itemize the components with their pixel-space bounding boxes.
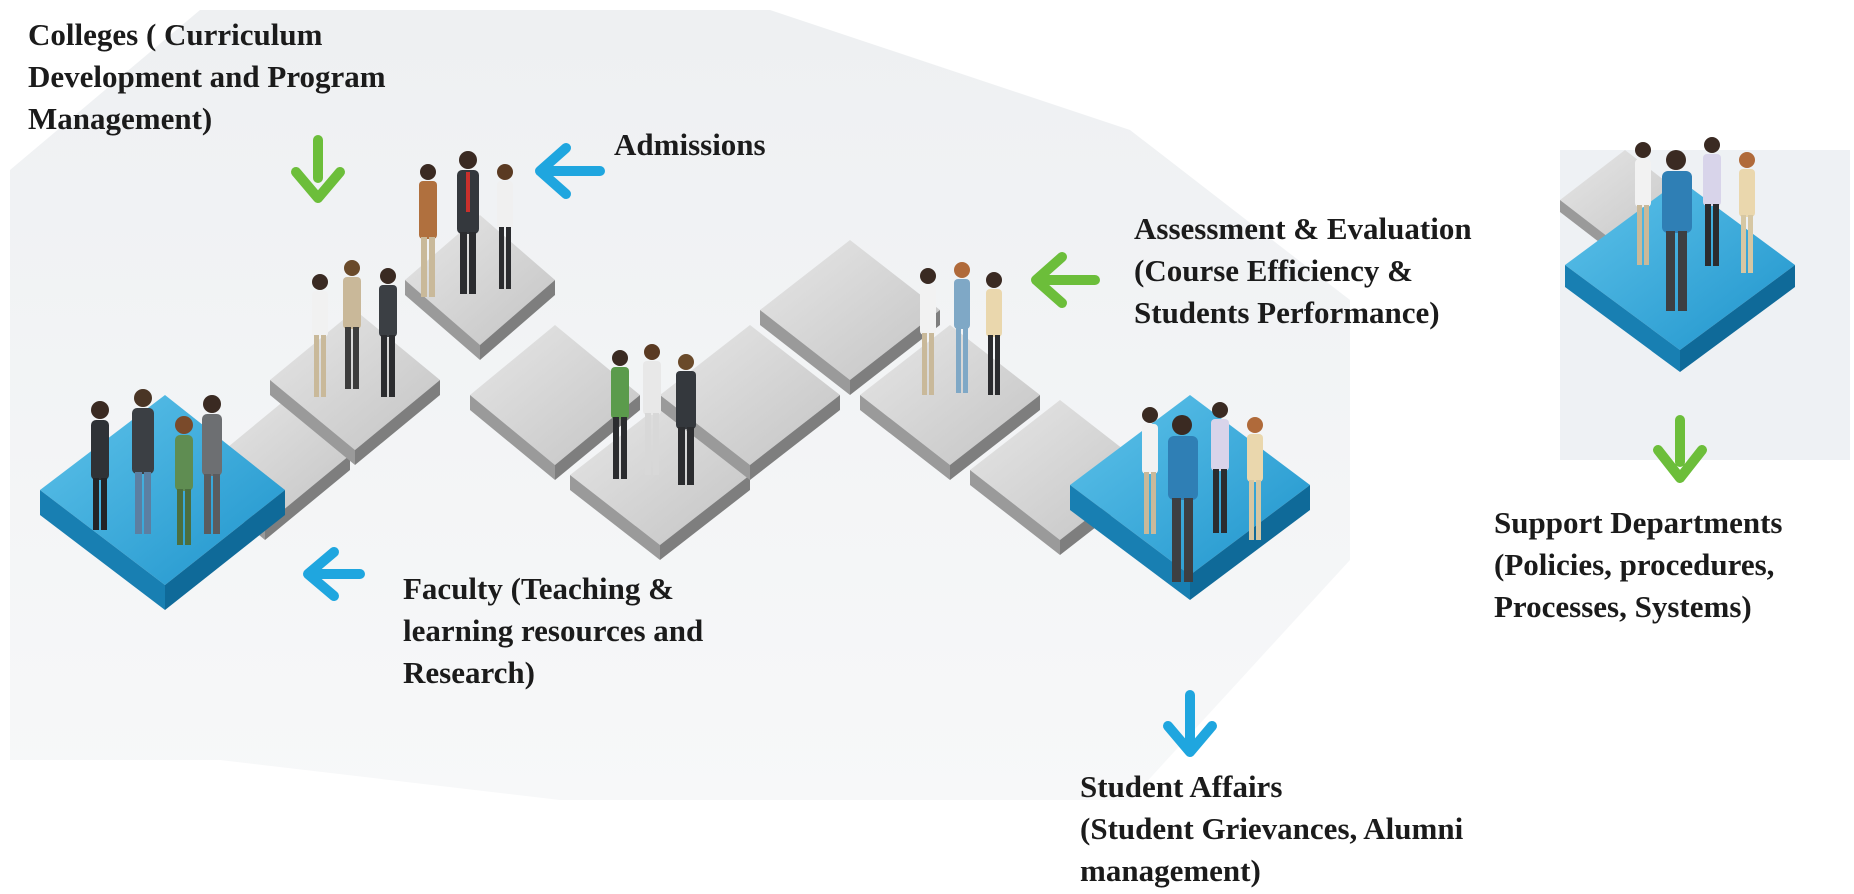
- label-assessment-line-2: (Course Efficiency &: [1134, 253, 1413, 288]
- label-assessment-line-1: Assessment & Evaluation: [1134, 211, 1472, 246]
- person-figure: [132, 389, 154, 534]
- arrow-left-icon-admissions: [535, 143, 605, 199]
- arrow-left-icon-assessment: [1031, 252, 1100, 308]
- label-student-affairs-line-1: Student Affairs: [1080, 769, 1283, 804]
- label-faculty: Faculty (Teaching & learning resources a…: [403, 568, 703, 694]
- people-group-assessment: [920, 262, 1002, 395]
- label-student-affairs-line-3: management): [1080, 853, 1261, 888]
- person-figure: [676, 354, 696, 485]
- person-figure: [91, 401, 109, 530]
- people-group-colleges: [312, 260, 397, 397]
- arrow-down-icon-colleges: [291, 135, 345, 203]
- person-figure: [1703, 137, 1721, 266]
- person-figure: [986, 272, 1002, 395]
- person-figure: [920, 268, 936, 395]
- person-figure: [1168, 415, 1198, 582]
- person-figure: [379, 268, 397, 397]
- person-figure: [954, 262, 970, 393]
- person-figure: [1247, 417, 1263, 540]
- person-figure: [457, 151, 479, 294]
- people-group-support: [1635, 137, 1755, 311]
- label-assessment-line-3: Students Performance): [1134, 295, 1440, 330]
- arrow-down-icon-support: [1653, 415, 1707, 483]
- label-faculty-line-2: learning resources and: [403, 613, 704, 648]
- person-figure: [643, 344, 661, 475]
- person-figure: [1142, 407, 1158, 534]
- label-support: Support Departments (Policies, procedure…: [1494, 502, 1782, 628]
- tile: [760, 240, 940, 395]
- people-group-faculty: [91, 389, 222, 545]
- person-figure: [1211, 402, 1229, 533]
- label-faculty-line-1: Faculty (Teaching &: [403, 571, 674, 606]
- person-figure: [419, 164, 437, 297]
- person-figure: [1739, 152, 1755, 273]
- people-group-student-affairs: [1142, 402, 1263, 582]
- arrow-left-icon-faculty: [303, 547, 365, 601]
- label-support-line-3: Processes, Systems): [1494, 589, 1752, 624]
- label-admissions: Admissions: [614, 124, 766, 166]
- arrow-down-icon-student-affairs: [1163, 690, 1217, 757]
- label-support-line-2: (Policies, procedures,: [1494, 547, 1775, 582]
- label-student-affairs: Student Affairs (Student Grievances, Alu…: [1080, 766, 1463, 892]
- label-colleges-line-1: Colleges ( Curriculum: [28, 17, 323, 52]
- person-figure: [312, 274, 328, 397]
- label-assessment: Assessment & Evaluation (Course Efficien…: [1134, 208, 1472, 334]
- platform-faculty: [40, 395, 285, 610]
- label-colleges-line-2: Development and Program: [28, 59, 386, 94]
- people-layer: [91, 137, 1755, 582]
- person-figure: [611, 350, 629, 479]
- label-faculty-line-3: Research): [403, 655, 535, 690]
- arrow-group: [291, 135, 1707, 757]
- label-support-line-1: Support Departments: [1494, 505, 1783, 540]
- label-admissions-line-1: Admissions: [614, 127, 766, 162]
- person-figure: [1635, 142, 1651, 265]
- label-colleges-line-3: Management): [28, 101, 213, 136]
- people-group-center: [611, 344, 696, 485]
- person-figure: [202, 395, 222, 534]
- label-colleges: Colleges ( Curriculum Development and Pr…: [28, 14, 386, 140]
- person-figure: [1662, 150, 1692, 311]
- people-group-admissions: [419, 151, 513, 297]
- person-figure: [343, 260, 361, 389]
- tile: [405, 215, 555, 360]
- person-figure: [497, 164, 513, 289]
- label-student-affairs-line-2: (Student Grievances, Alumni: [1080, 811, 1464, 846]
- person-figure: [175, 416, 193, 545]
